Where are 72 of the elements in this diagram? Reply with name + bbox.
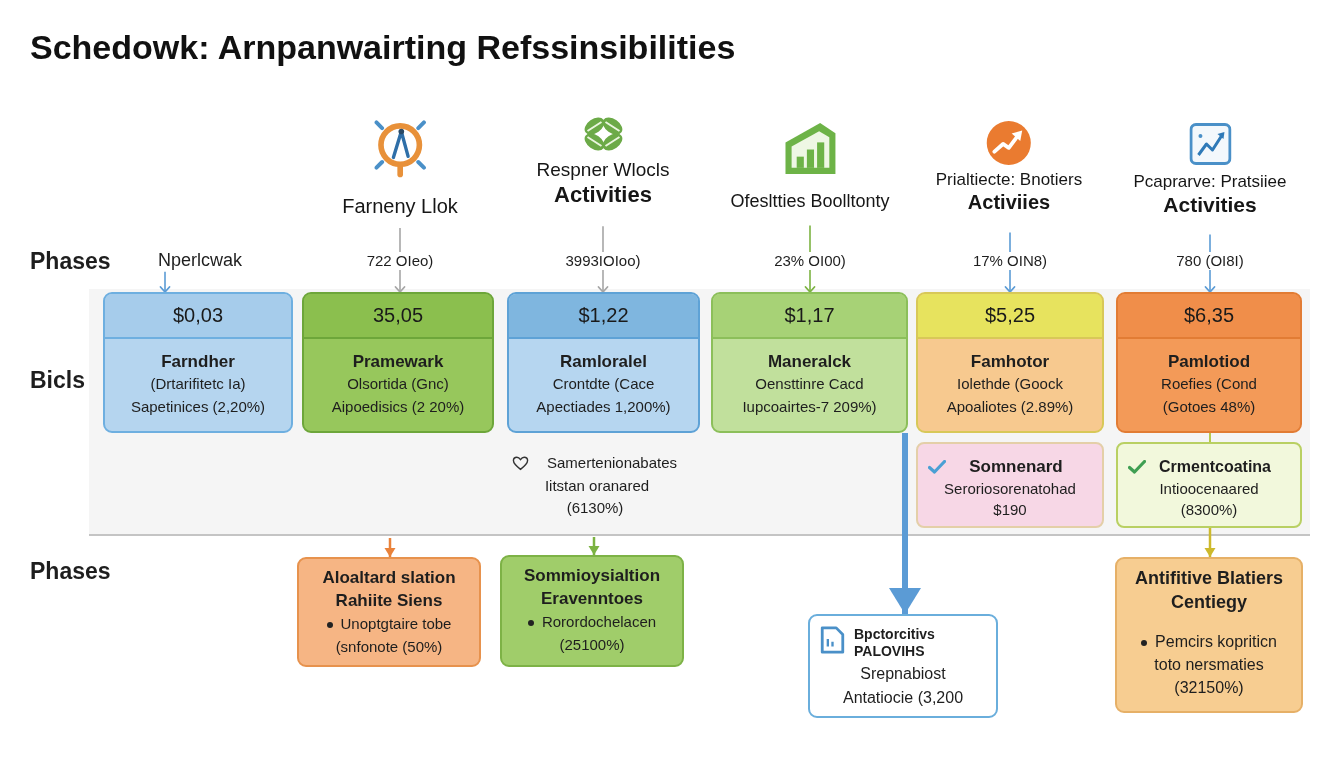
column-heading: Prialtiecte: Bnotiers — [935, 170, 1083, 191]
box-heading: Aloaltard slation Rahiite Siens — [321, 567, 457, 612]
phase-card — [302, 292, 494, 433]
activity-box — [1115, 557, 1303, 713]
note-title: Somnenard — [969, 456, 1063, 478]
row-label: Bicls — [30, 366, 85, 394]
arrow — [384, 538, 396, 557]
column-heading: Pcaprarve: Pratsiiee — [1133, 172, 1287, 193]
card-title: Ramloralel — [560, 352, 647, 372]
column-heading: Activities — [554, 181, 652, 209]
row-label: Phases — [30, 557, 111, 585]
card-text: Olsortida (Gnc) — [347, 374, 449, 394]
box-heading: Antifitive Blatiers Centiegy — [1133, 567, 1284, 614]
card-text: Iupcoairtes-7 209%) — [742, 397, 877, 417]
card-title: Pramewark — [352, 352, 444, 372]
phase-card — [916, 292, 1104, 433]
phase-card — [711, 292, 908, 433]
card-text: (Drtarifitetc Ia) — [150, 374, 246, 394]
note-box — [1116, 442, 1302, 528]
note-text: (6130%) — [566, 499, 624, 517]
note-title: Crmentcoatina — [1159, 457, 1271, 477]
card-text: Roefies (Cond — [1161, 374, 1257, 394]
column-heading: Activiies — [967, 190, 1051, 215]
amount-header: 35,05 — [304, 294, 492, 339]
card-title: Maneralck — [767, 352, 852, 372]
bullet-text: Unoptgtaire tobe (snfonote (50%) — [335, 615, 452, 655]
bullet-text: Rorordochelacen (25100%) — [541, 613, 657, 653]
arrow — [159, 270, 171, 293]
arrow — [889, 433, 921, 614]
note-text: Iitstan oranared — [544, 477, 650, 495]
note-text: Seroriosorenatohad — [944, 479, 1076, 499]
amount-header: $6,35 — [1118, 294, 1300, 339]
amount-header: $1,22 — [509, 294, 698, 339]
note-text: Samertenionabates — [546, 454, 678, 472]
card-text: Apoaliotes (2.89%) — [946, 397, 1074, 417]
connector-line — [1209, 432, 1211, 443]
amount-header: $1,17 — [713, 294, 906, 339]
column-heading: Respner Wlocls — [536, 159, 670, 182]
phase-card — [103, 292, 293, 433]
card-text: Crontdte (Cace — [552, 374, 655, 394]
amount-header: $5,25 — [918, 294, 1102, 339]
note-text: (8300%) — [1180, 500, 1238, 520]
card-text: Sapetinices (2,20%) — [130, 397, 266, 417]
phase-card — [507, 292, 700, 433]
card-text: (Gotoes 48%) — [1162, 397, 1256, 417]
phase-card — [1116, 292, 1302, 433]
note-text: $190 — [993, 500, 1027, 520]
note-text: Intioocenaared — [1159, 479, 1259, 499]
card-text: Apectiades 1,200%) — [536, 397, 671, 417]
box-heading: Sommioysialtion Eravenntoes — [523, 565, 661, 610]
row-label: Phases — [30, 247, 111, 275]
arrow — [1204, 528, 1216, 557]
bullet-text: Pemcirs kopriticn toto nersmaties (32150%) — [1154, 633, 1277, 696]
column-heading: Farneny Llok — [342, 194, 458, 218]
card-title: Famhotor — [970, 352, 1050, 372]
card-title: Pamlotiod — [1167, 352, 1251, 372]
arrow — [588, 537, 600, 555]
box-text: Srepnabiost Antatiocie (3,200 — [841, 664, 965, 708]
card-title: Farndher — [161, 352, 235, 372]
column-heading: Activities — [1163, 192, 1257, 218]
column-label: Nperlcwak — [158, 250, 242, 272]
activity-box — [297, 557, 481, 667]
note-box — [916, 442, 1104, 528]
diagram-title: Schedowk: Arnpanwairting Refssinsibilities — [30, 27, 736, 67]
info-box — [808, 614, 998, 718]
card-text: Oensttinre Cacd — [755, 374, 864, 394]
card-text: Aipoedisics (2 20%) — [331, 397, 465, 417]
card-text: Iolethde (Goock — [957, 374, 1063, 394]
amount-header: $0,03 — [105, 294, 291, 339]
activity-box — [500, 555, 684, 667]
column-heading: Ofesltties Boolltonty — [730, 191, 890, 213]
box-heading: Bpctorcitivs PALOVIHS — [854, 626, 936, 660]
